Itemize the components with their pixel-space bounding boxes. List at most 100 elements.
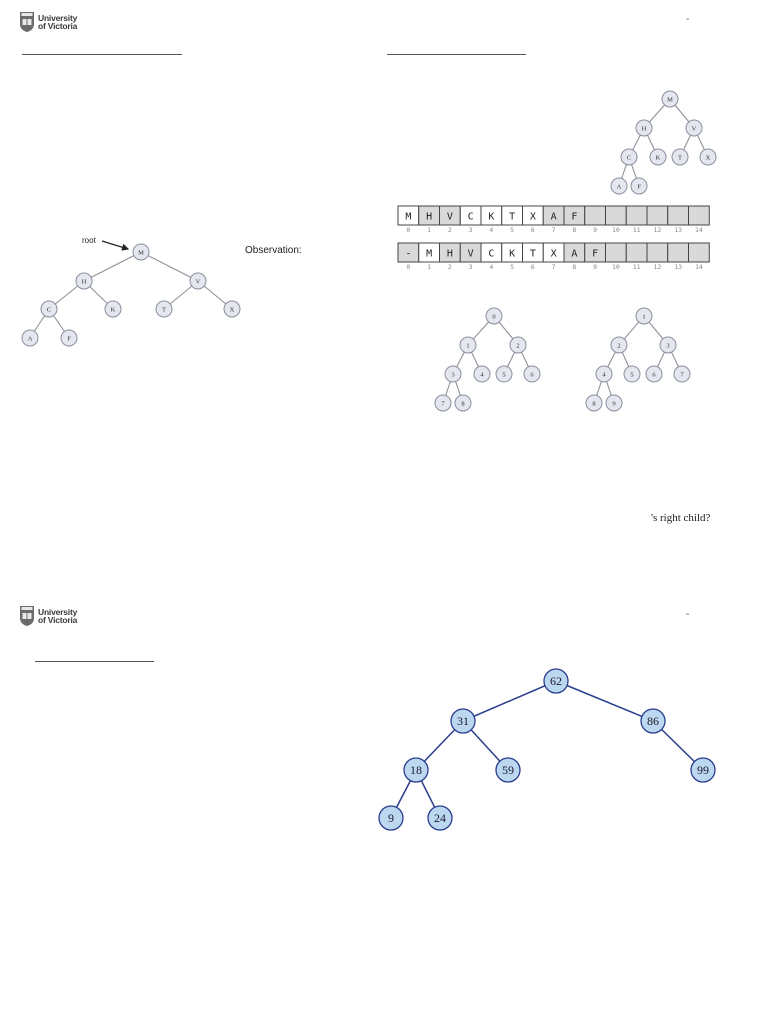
array-cell: A7 (542, 205, 565, 234)
tree-edge (555, 680, 654, 722)
tree-node-circle (585, 394, 603, 412)
array-index-label: 13 (674, 263, 682, 271)
logo-line-2: of Victoria (38, 21, 78, 31)
tree-node-label: F (67, 335, 71, 342)
tree-node: X (699, 148, 717, 166)
tree-node: F (630, 177, 648, 195)
tree-node-circle (523, 365, 541, 383)
tree-node-label: 0 (492, 313, 495, 320)
array-cell-box (605, 242, 627, 263)
tree-node: 3 (444, 365, 462, 383)
array-cell: X7 (542, 242, 565, 271)
tree-node-label: T (162, 306, 166, 313)
tree-node-circle (685, 119, 703, 137)
tree-node-label: 3 (451, 371, 454, 378)
tree-node-circle (444, 365, 462, 383)
tree-node-circle (403, 757, 429, 783)
tree-node-label: X (230, 306, 235, 313)
array-cell-box (625, 242, 648, 263)
tree-node-circle (635, 119, 653, 137)
array-cell-value: X (551, 249, 557, 260)
array-cell-value: H (447, 249, 453, 260)
tree-node: H (75, 272, 93, 290)
array-cell-value: F (571, 212, 577, 223)
array-cell-value: H (426, 212, 432, 223)
tree-node-circle (427, 805, 453, 831)
tree-node-circle (640, 708, 666, 734)
tree-node-circle (495, 757, 521, 783)
array-cell: 10 (605, 205, 627, 234)
header-dash-page2: - (686, 609, 690, 620)
array-cell-value: V (468, 249, 474, 260)
tree-node-circle (610, 177, 628, 195)
tree-node-circle (378, 805, 404, 831)
tree-node-label: 1 (642, 313, 645, 320)
array-cell: C4 (480, 242, 503, 271)
logo-line-2: of Victoria (38, 615, 78, 625)
university-crest-icon (20, 12, 34, 32)
tree-node: 8 (454, 394, 472, 412)
array-index-label: 10 (612, 226, 620, 234)
tree-node: 1 (635, 307, 653, 325)
tree-node-label: 9 (612, 400, 615, 407)
tree-node-label: T (678, 154, 682, 161)
array-index-label: 14 (695, 226, 703, 234)
tree-node: 4 (473, 365, 491, 383)
tree-node-label: 2 (617, 342, 620, 349)
tree-node-label: F (637, 183, 641, 190)
array-index-label: 0 (406, 263, 410, 271)
array-cell-value: V (447, 212, 453, 223)
array-cell: 10 (605, 242, 627, 271)
tree-node: A (610, 177, 628, 195)
array-cell: 12 (646, 205, 669, 234)
array-cell-box (584, 205, 606, 226)
tree-node: 7 (434, 394, 452, 412)
tree-node: M (661, 90, 679, 108)
tree-node-label: 6 (530, 371, 534, 378)
tree-node-circle (595, 365, 613, 383)
tree-node-circle (459, 336, 477, 354)
tree-node: 2 (509, 336, 527, 354)
array-index-label: 0 (406, 226, 410, 234)
tree-node-circle (610, 336, 628, 354)
tree-node-label: 4 (602, 371, 606, 378)
array-cell-value: K (488, 212, 494, 223)
logo-line-1: University (38, 13, 78, 23)
tree-node-circle (155, 300, 173, 318)
tree-node-circle (473, 365, 491, 383)
array-index-label: 9 (593, 263, 597, 271)
tree-node: 8 (585, 394, 603, 412)
array-index-label: 12 (653, 226, 661, 234)
tree-node-circle (40, 300, 58, 318)
tree-node-label: A (617, 183, 622, 190)
tree-node-label: 31 (457, 714, 469, 728)
array-index-label: 7 (552, 226, 556, 234)
tree-node: X (223, 300, 241, 318)
header-dash: - (686, 14, 690, 25)
tree-node-circle (75, 272, 93, 290)
section-heading-underline-left (22, 54, 182, 55)
tree-node: T (155, 300, 173, 318)
tree-node-label: 18 (410, 763, 422, 777)
array-cell-box (646, 242, 669, 263)
tree-node: F (60, 329, 78, 347)
tree-node-circle (659, 336, 677, 354)
array-cell: 14 (688, 242, 710, 271)
array-cell-value: M (426, 249, 432, 260)
array-cell-box (688, 242, 710, 263)
tree-node-label: 59 (502, 763, 514, 777)
tree-node: 0 (485, 307, 503, 325)
tree-node-label: 8 (461, 400, 464, 407)
array-index-label: 8 (572, 226, 576, 234)
tree-node-label: 9 (388, 811, 394, 825)
tree-node: K (104, 300, 122, 318)
tree-node-circle (495, 365, 513, 383)
tree-node: 7 (673, 365, 691, 383)
tree-node-circle (223, 300, 241, 318)
array-index-label: 13 (674, 226, 682, 234)
tree-node: A (21, 329, 39, 347)
tree-node: 4 (595, 365, 613, 383)
tree-node: 62 (543, 668, 569, 694)
